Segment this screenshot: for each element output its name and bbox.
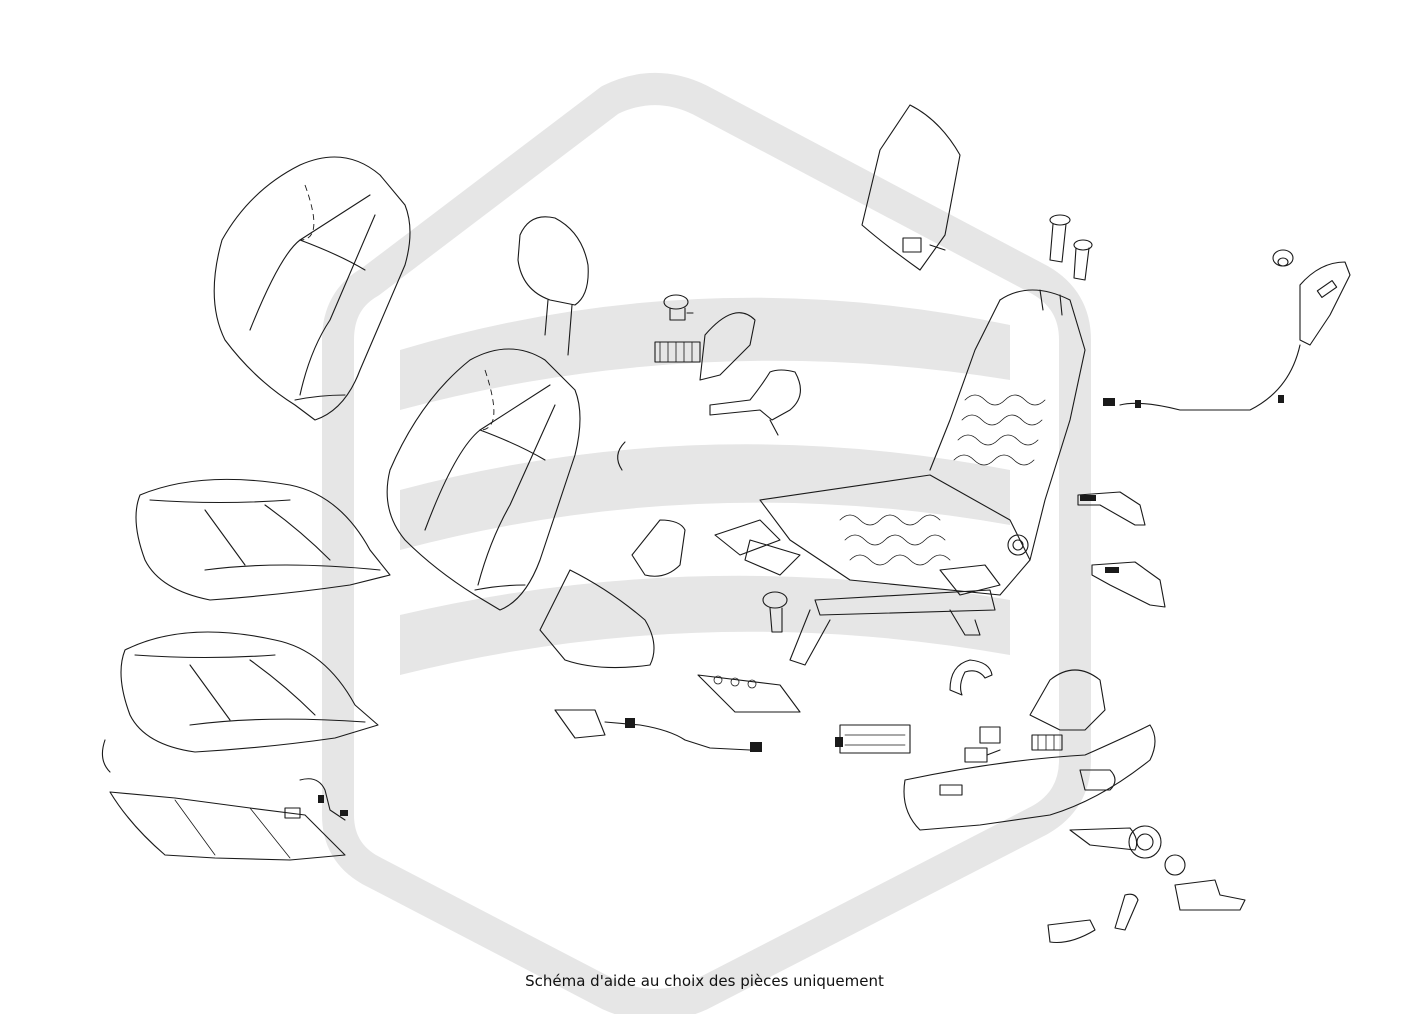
lower-trim [539, 569, 655, 669]
diagram-caption: Schéma d'aide au choix des pièces unique… [525, 972, 884, 990]
recliner-bolt [762, 591, 788, 633]
backrest-cover-2 [386, 348, 581, 611]
airbag-module [835, 724, 911, 754]
push-pin-1 [1049, 214, 1071, 263]
push-pin-2 [1073, 239, 1093, 281]
ring-clip-lower [949, 659, 993, 696]
back-panel [861, 104, 961, 271]
switch-bracket-2 [1091, 561, 1166, 608]
seat-frame [714, 289, 1086, 666]
switch-panel [964, 726, 1001, 763]
ring-clip [709, 369, 801, 436]
cushion-cover-2 [120, 631, 379, 753]
lumbar-support [1103, 261, 1351, 411]
backrest-cover-1 [213, 156, 411, 421]
switch-bracket-1 [1077, 491, 1146, 526]
push-pin-3 [1272, 249, 1294, 267]
wire-harness [554, 674, 801, 752]
hook-clip-left [101, 739, 111, 773]
side-shield [903, 669, 1156, 831]
headrest-guide-bolt [663, 294, 694, 321]
side-bracket [654, 312, 756, 381]
small-cover [631, 519, 686, 577]
cushion-cover-1 [135, 478, 391, 601]
heater-mat [109, 778, 348, 861]
watermark-logo [322, 73, 1091, 1018]
lever-knob [1047, 825, 1246, 944]
headrest [517, 216, 589, 356]
hook-clip-mid [617, 441, 626, 471]
